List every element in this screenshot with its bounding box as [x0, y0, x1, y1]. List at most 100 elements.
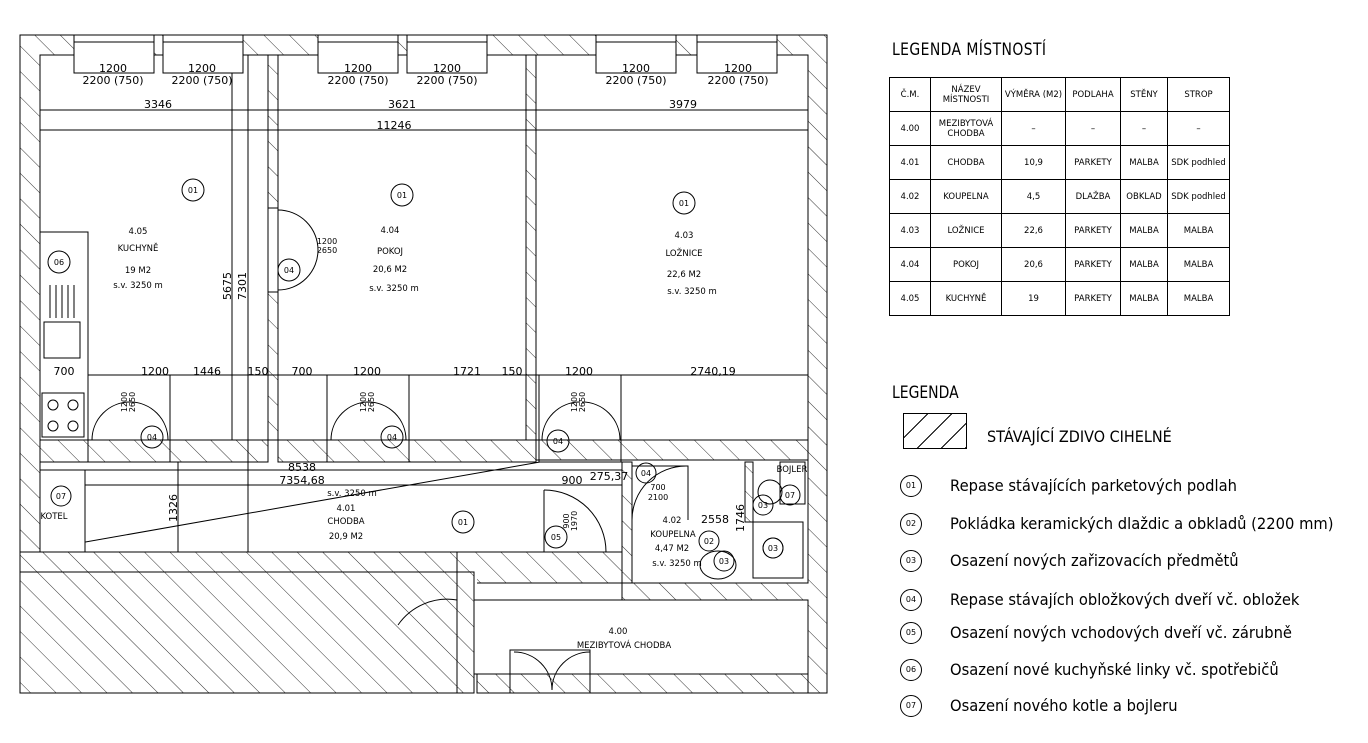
tag-label: 04: [641, 469, 651, 478]
rooms-table: Č.M. NÁZEV MÍSTNOSTI VÝMĚRA (M2) PODLAHA…: [889, 77, 1230, 316]
tag-label: 01: [397, 191, 407, 200]
dim-label: 1200: [141, 365, 169, 378]
room-name: CHODBA: [327, 517, 364, 527]
room-number: 4.03: [675, 231, 694, 241]
dim-label: 1326: [167, 494, 180, 522]
legend-code: 05: [900, 622, 922, 644]
dim-label: 2740,19: [690, 365, 736, 378]
table-cell: 4.00: [889, 111, 931, 146]
tag-label: 03: [768, 544, 778, 553]
window-height: 2200 (750): [707, 74, 768, 87]
wall-pokoj-chodba: [277, 439, 537, 463]
window-height: 2200 (750): [327, 74, 388, 87]
mezibytova-chodba-room: [473, 599, 809, 675]
boiler-unit: [39, 469, 86, 553]
room-height: s.v. 3250 m: [113, 281, 163, 291]
dim-label: 1200: [565, 365, 593, 378]
table-cell: 4.01: [889, 145, 931, 180]
room-height: s.v. 3250 m: [369, 284, 419, 294]
room-height: s.v. 3250 m: [652, 559, 702, 569]
bojler-label: BOJLER: [777, 465, 808, 475]
legend-text: Repase stávajících parketových podlah: [950, 476, 1237, 495]
dim-label: 5675: [221, 272, 234, 300]
table-header-cell: STĚNY: [1120, 77, 1168, 112]
window-width: 1200: [99, 62, 127, 75]
table-cell: DLAŽBA: [1065, 179, 1121, 214]
room-name: KUCHYNĚ: [118, 242, 159, 254]
table-cell: SDK podhled: [1167, 179, 1230, 214]
table-cell: LOŽNICE: [930, 213, 1002, 248]
table-cell: MALBA: [1120, 145, 1168, 180]
door-width: 900: [562, 513, 571, 528]
dim-label: 3979: [669, 98, 697, 111]
door-width: 1200: [317, 237, 337, 246]
tag-label: 04: [284, 266, 294, 275]
table-cell: MALBA: [1167, 281, 1230, 316]
table-cell: CHODBA: [930, 145, 1002, 180]
dim-label: 3346: [144, 98, 172, 111]
room-height: s.v. 3250 m: [327, 489, 377, 499]
room-name: LOŽNICE: [665, 247, 702, 259]
table-cell: MALBA: [1167, 247, 1230, 282]
dim-label: 150: [502, 365, 523, 378]
dim-label: 150: [248, 365, 269, 378]
door-width: 700: [650, 483, 665, 492]
wall-chodba-koupelna: [621, 461, 633, 584]
table-header-row: Č.M. NÁZEV MÍSTNOSTI VÝMĚRA (M2) PODLAHA…: [889, 77, 1230, 112]
room-name: MEZIBYTOVÁ CHODBA: [577, 639, 672, 651]
tag-label: 07: [785, 491, 795, 500]
door-width: 1200: [120, 392, 129, 412]
tag-label: 07: [56, 492, 66, 501]
table-cell: POKOJ: [930, 247, 1002, 282]
toilet-icon: [757, 479, 783, 505]
window-height: 2200 (750): [171, 74, 232, 87]
wall-koupelna-bojler: [744, 461, 754, 523]
dim-label: 1446: [193, 365, 221, 378]
legend-code: 01: [900, 475, 922, 497]
legend-code: 07: [900, 695, 922, 717]
room-name: POKOJ: [377, 247, 403, 257]
stove-icon: [41, 392, 85, 438]
legend-code: 06: [900, 659, 922, 681]
legend-text: Osazení nové kuchyňské linky vč. spotřeb…: [950, 660, 1279, 679]
kitchen-sink-icon: [43, 321, 81, 359]
table-cell: PARKETY: [1065, 145, 1121, 180]
legend-text: Pokládka keramických dlaždic a obkladů (…: [950, 514, 1334, 533]
wall-loznice-chodba: [535, 439, 809, 461]
room-area: 19 M2: [125, 266, 151, 276]
tag-label: 04: [553, 437, 563, 446]
table-cell: KOUPELNA: [930, 179, 1002, 214]
tag-label: 02: [704, 537, 714, 546]
tag-label: 03: [758, 501, 768, 510]
window-height: 2200 (750): [416, 74, 477, 87]
room-number: 4.02: [663, 516, 682, 526]
room-number: 4.05: [129, 227, 148, 237]
door-height: 2650: [317, 246, 337, 255]
window-width: 1200: [724, 62, 752, 75]
table-cell: KUCHYNĚ: [930, 281, 1002, 316]
room-number: 4.01: [337, 504, 356, 514]
door-width: 1200: [359, 392, 368, 412]
table-cell: PARKETY: [1065, 247, 1121, 282]
dim-label: 700: [54, 365, 75, 378]
table-cell: 4.04: [889, 247, 931, 282]
kotel-label: KOTEL: [40, 512, 67, 522]
table-cell: –: [1120, 111, 1168, 146]
legend-text: Osazení nových vchodových dveří vč. záru…: [950, 623, 1292, 642]
window-width: 1200: [433, 62, 461, 75]
legend-code: 04: [900, 589, 922, 611]
legend-code: 03: [900, 550, 922, 572]
rooms-table-title: LEGENDA MÍSTNOSTÍ: [892, 40, 1047, 60]
table-cell: MALBA: [1120, 247, 1168, 282]
south-wall: [19, 551, 458, 573]
dim-label: 11246: [377, 119, 412, 132]
window-height: 2200 (750): [605, 74, 666, 87]
room-height: s.v. 3250 m: [667, 287, 717, 297]
table-cell: 4.05: [889, 281, 931, 316]
room-name: KOUPELNA: [650, 530, 696, 540]
table-cell: 4,5: [1001, 179, 1066, 214]
